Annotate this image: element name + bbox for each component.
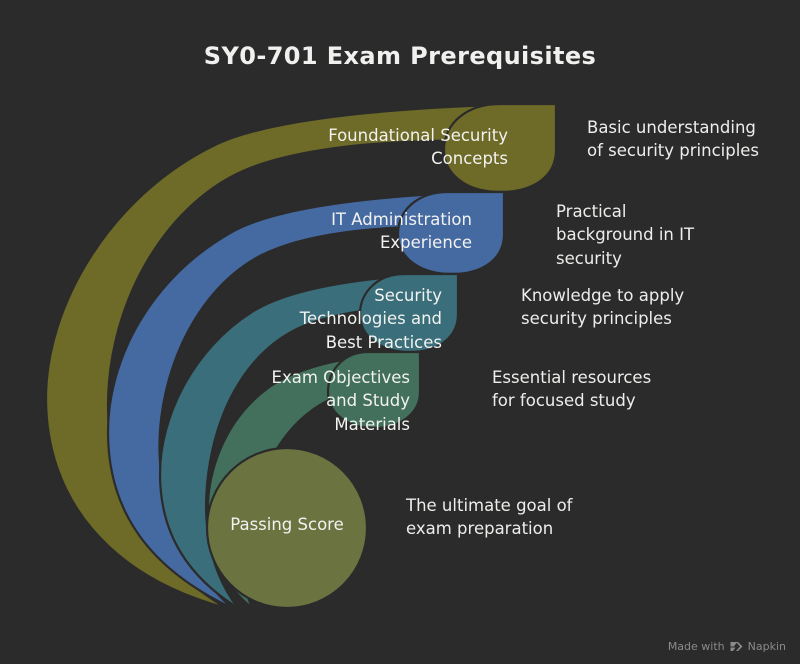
- layer-label-security-technologies-and-best-practices: Security Technologies and Best Practices: [299, 286, 442, 352]
- core-circle: [205, 446, 369, 610]
- layer-label-foundational-security-concepts: Foundational Security Concepts: [328, 126, 508, 169]
- core-label-passing-score: Passing Score: [230, 515, 344, 534]
- layer-description-it-administration-experience: Practical background in IT security: [556, 202, 695, 268]
- watermark-brand: Napkin: [747, 640, 786, 653]
- spiral-band-3-cap: [326, 350, 422, 430]
- layer-description-exam-objectives-and-study-materials: Essential resources for focused study: [492, 368, 652, 411]
- spiral-band-0-cap: [442, 102, 558, 194]
- layer-description-security-technologies-and-best-practices: Knowledge to apply security principles: [521, 286, 685, 329]
- layer-label-exam-objectives-and-study-materials: Exam Objectives and Study Materials: [271, 368, 410, 434]
- spiral-band-2-cap: [358, 272, 460, 354]
- core-description-passing-score: The ultimate goal of exam preparation: [406, 496, 573, 539]
- watermark-text: Made with: [667, 640, 725, 653]
- layer-description-foundational-security-concepts: Basic understanding of security principl…: [587, 118, 760, 161]
- page-title: SY0-701 Exam Prerequisites: [203, 42, 597, 70]
- layer-label-it-administration-experience: IT Administration Experience: [331, 210, 472, 253]
- spiral-band-1-cap: [396, 190, 506, 276]
- napkin-chevron-icon: [730, 641, 743, 652]
- watermark: Made with Napkin: [668, 640, 786, 653]
